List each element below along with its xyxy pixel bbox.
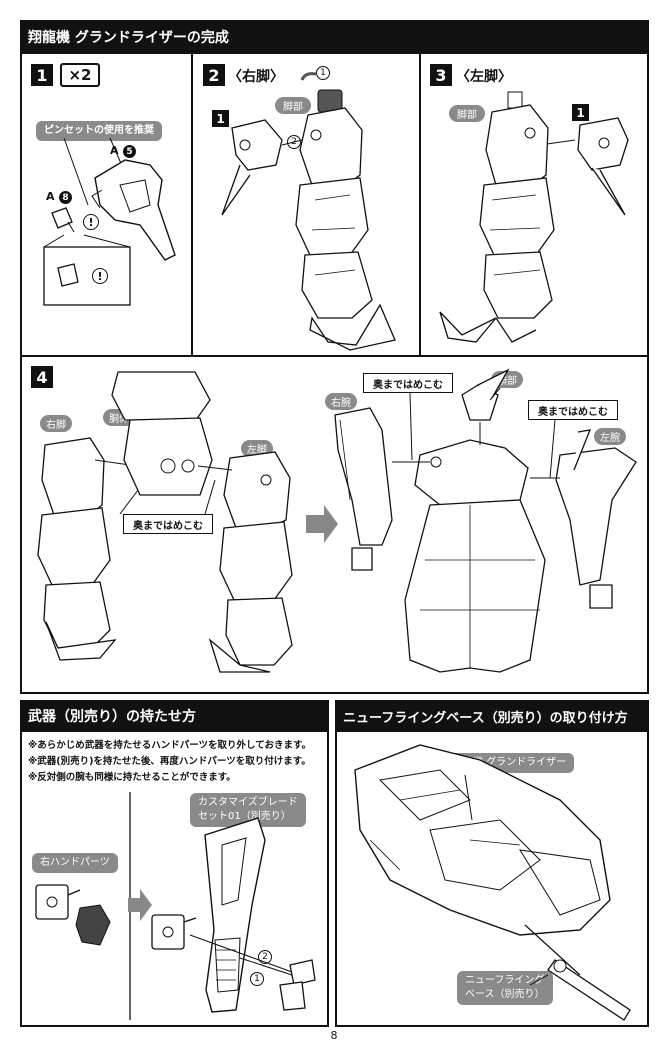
label-left-arm: 左腕 [594,428,626,445]
part-label-a5: A [110,144,119,157]
arrow-step-1: 1 [316,66,330,80]
base-label-line-2: ベース（別売り） [465,989,545,1000]
base-label: ニューフライング ベース（別売り） [457,971,553,1005]
step-3-number: 3 [430,64,452,86]
tweezers-note: ピンセットの使用を推奨 [36,121,162,141]
step-4-number: 4 [31,366,53,388]
leg-label-left: 脚部 [449,105,485,122]
col-divider-1 [191,54,193,355]
blade-label-line-2: セット01（別売り） [198,811,291,822]
weapon-title: 武器（別売り）の持たせ方 [28,709,196,725]
label-right-arm: 右腕 [325,393,357,410]
leg-label-right: 脚部 [275,97,311,114]
push-in-note-right-arm: 奥まではめこむ [363,373,453,393]
step-3-title: 〈左脚〉 [456,69,512,85]
weapon-header: 武器（別売り）の持たせ方 [20,700,329,732]
caution-icon-detail: ! [92,268,108,284]
weapon-step-1: 1 [250,972,264,986]
section-header: 翔龍機 グランドライザーの完成 [20,20,649,54]
section-title: 翔龍機 グランドライザーの完成 [28,30,229,46]
ref-number-1: 1 [212,110,229,127]
base-label-line-1: ニューフライング [465,975,545,986]
push-in-note: 奥まではめこむ [123,514,213,534]
step-1-number: 1 [31,64,53,86]
ref-number-1-left: 1 [572,104,589,121]
row-divider [20,355,649,357]
caution-icon: ! [83,214,99,230]
part-number-8: 8 [59,191,72,204]
page-number: 8 [330,1029,338,1042]
step-2-number: 2 [203,64,225,86]
weapon-note-2: ※武器(別売り)を持たせた後、再度ハンドパーツを取り付けます。 [28,756,311,767]
base-header: ニューフライングベース（別売り）の取り付け方 [335,700,649,732]
weapon-note-1: ※あらかじめ武器を持たせるハンドパーツを取り外しておきます。 [28,740,312,751]
part-number-5: 5 [123,145,136,158]
step-2-title: 〈右脚〉 [228,69,284,85]
part-label-a8: A [46,190,55,203]
label-right-leg: 右脚 [40,415,72,432]
blade-label-line-1: カスタマイズブレード [198,797,298,808]
base-title: ニューフライングベース（別売り）の取り付け方 [343,710,628,726]
weapon-note-3: ※反対側の腕も同様に持たせることができます。 [28,772,236,783]
quantity-multiplier: ×2 [60,63,100,87]
hand-parts-label: 右ハンドパーツ [32,853,118,873]
col-divider-2 [419,54,421,355]
push-in-note-left-arm: 奥まではめこむ [528,400,618,420]
